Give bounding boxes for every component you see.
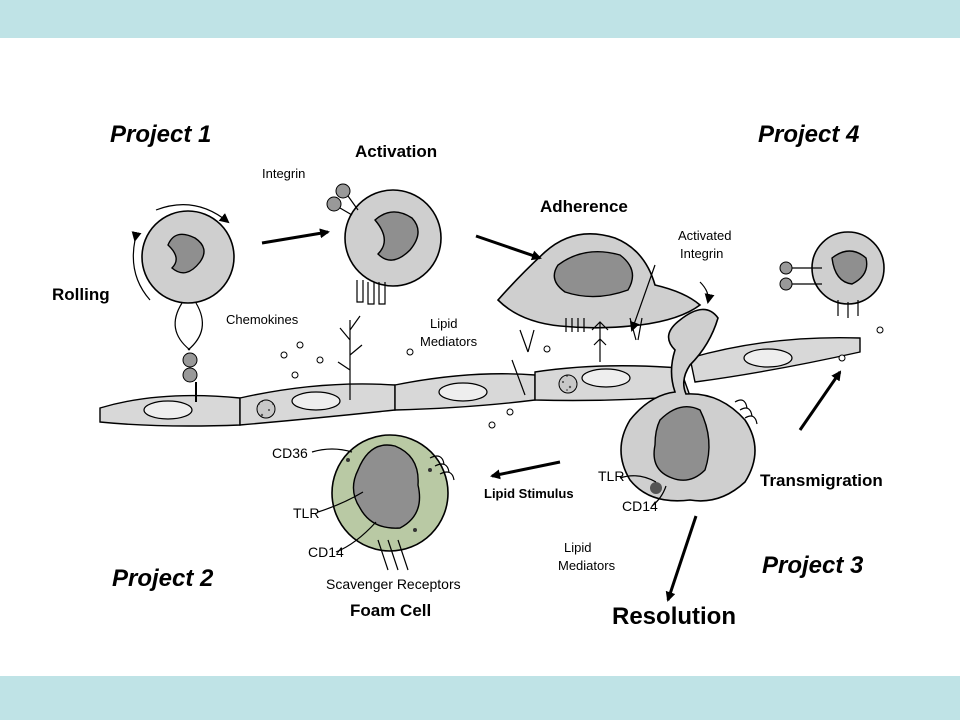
resolution-label: Resolution: [612, 603, 736, 630]
transmigrating-cell: [620, 308, 758, 502]
lipid-mediators-top-line2: Mediators: [420, 334, 478, 349]
project-3-label: Project 3: [762, 552, 864, 579]
cd14-left-label: CD14: [308, 544, 344, 560]
process-arrows: [261, 228, 842, 602]
lipid-mediators-top-line1: Lipid: [430, 316, 457, 331]
project-2-label: Project 2: [112, 565, 214, 592]
activation-label: Activation: [355, 142, 437, 161]
migrated-cell: [779, 231, 885, 318]
adherence-cell: [496, 232, 702, 362]
tlr-right-label: TLR: [598, 468, 624, 484]
activated-integrin-line1: Activated: [678, 228, 731, 243]
transmigration-label: Transmigration: [760, 471, 883, 490]
foam-cell: [331, 434, 455, 571]
cd14-right-label: CD14: [622, 498, 658, 514]
project-4-label: Project 4: [758, 121, 859, 148]
adherence-label: Adherence: [540, 197, 628, 216]
top-band: [0, 0, 960, 38]
endothelium: [99, 336, 861, 427]
activation-cell: [326, 183, 442, 305]
lipid-mediators-bottom-line1: Lipid: [564, 540, 591, 555]
scavenger-receptors-label: Scavenger Receptors: [326, 576, 461, 592]
rolling-cell: [131, 204, 235, 402]
lipid-mediators-bottom-line2: Mediators: [558, 558, 616, 573]
bottom-band: [0, 676, 960, 720]
project-1-label: Project 1: [110, 121, 211, 148]
lipid-stimulus-label: Lipid Stimulus: [484, 486, 574, 501]
foam-cell-label: Foam Cell: [350, 601, 431, 620]
activated-integrin-line2: Integrin: [680, 246, 723, 261]
chemokine-structures: [280, 315, 884, 429]
cd36-label: CD36: [272, 445, 308, 461]
chemokines-label: Chemokines: [226, 312, 299, 327]
rolling-label: Rolling: [52, 285, 110, 304]
tlr-left-label: TLR: [293, 505, 319, 521]
integrin-label: Integrin: [262, 166, 305, 181]
